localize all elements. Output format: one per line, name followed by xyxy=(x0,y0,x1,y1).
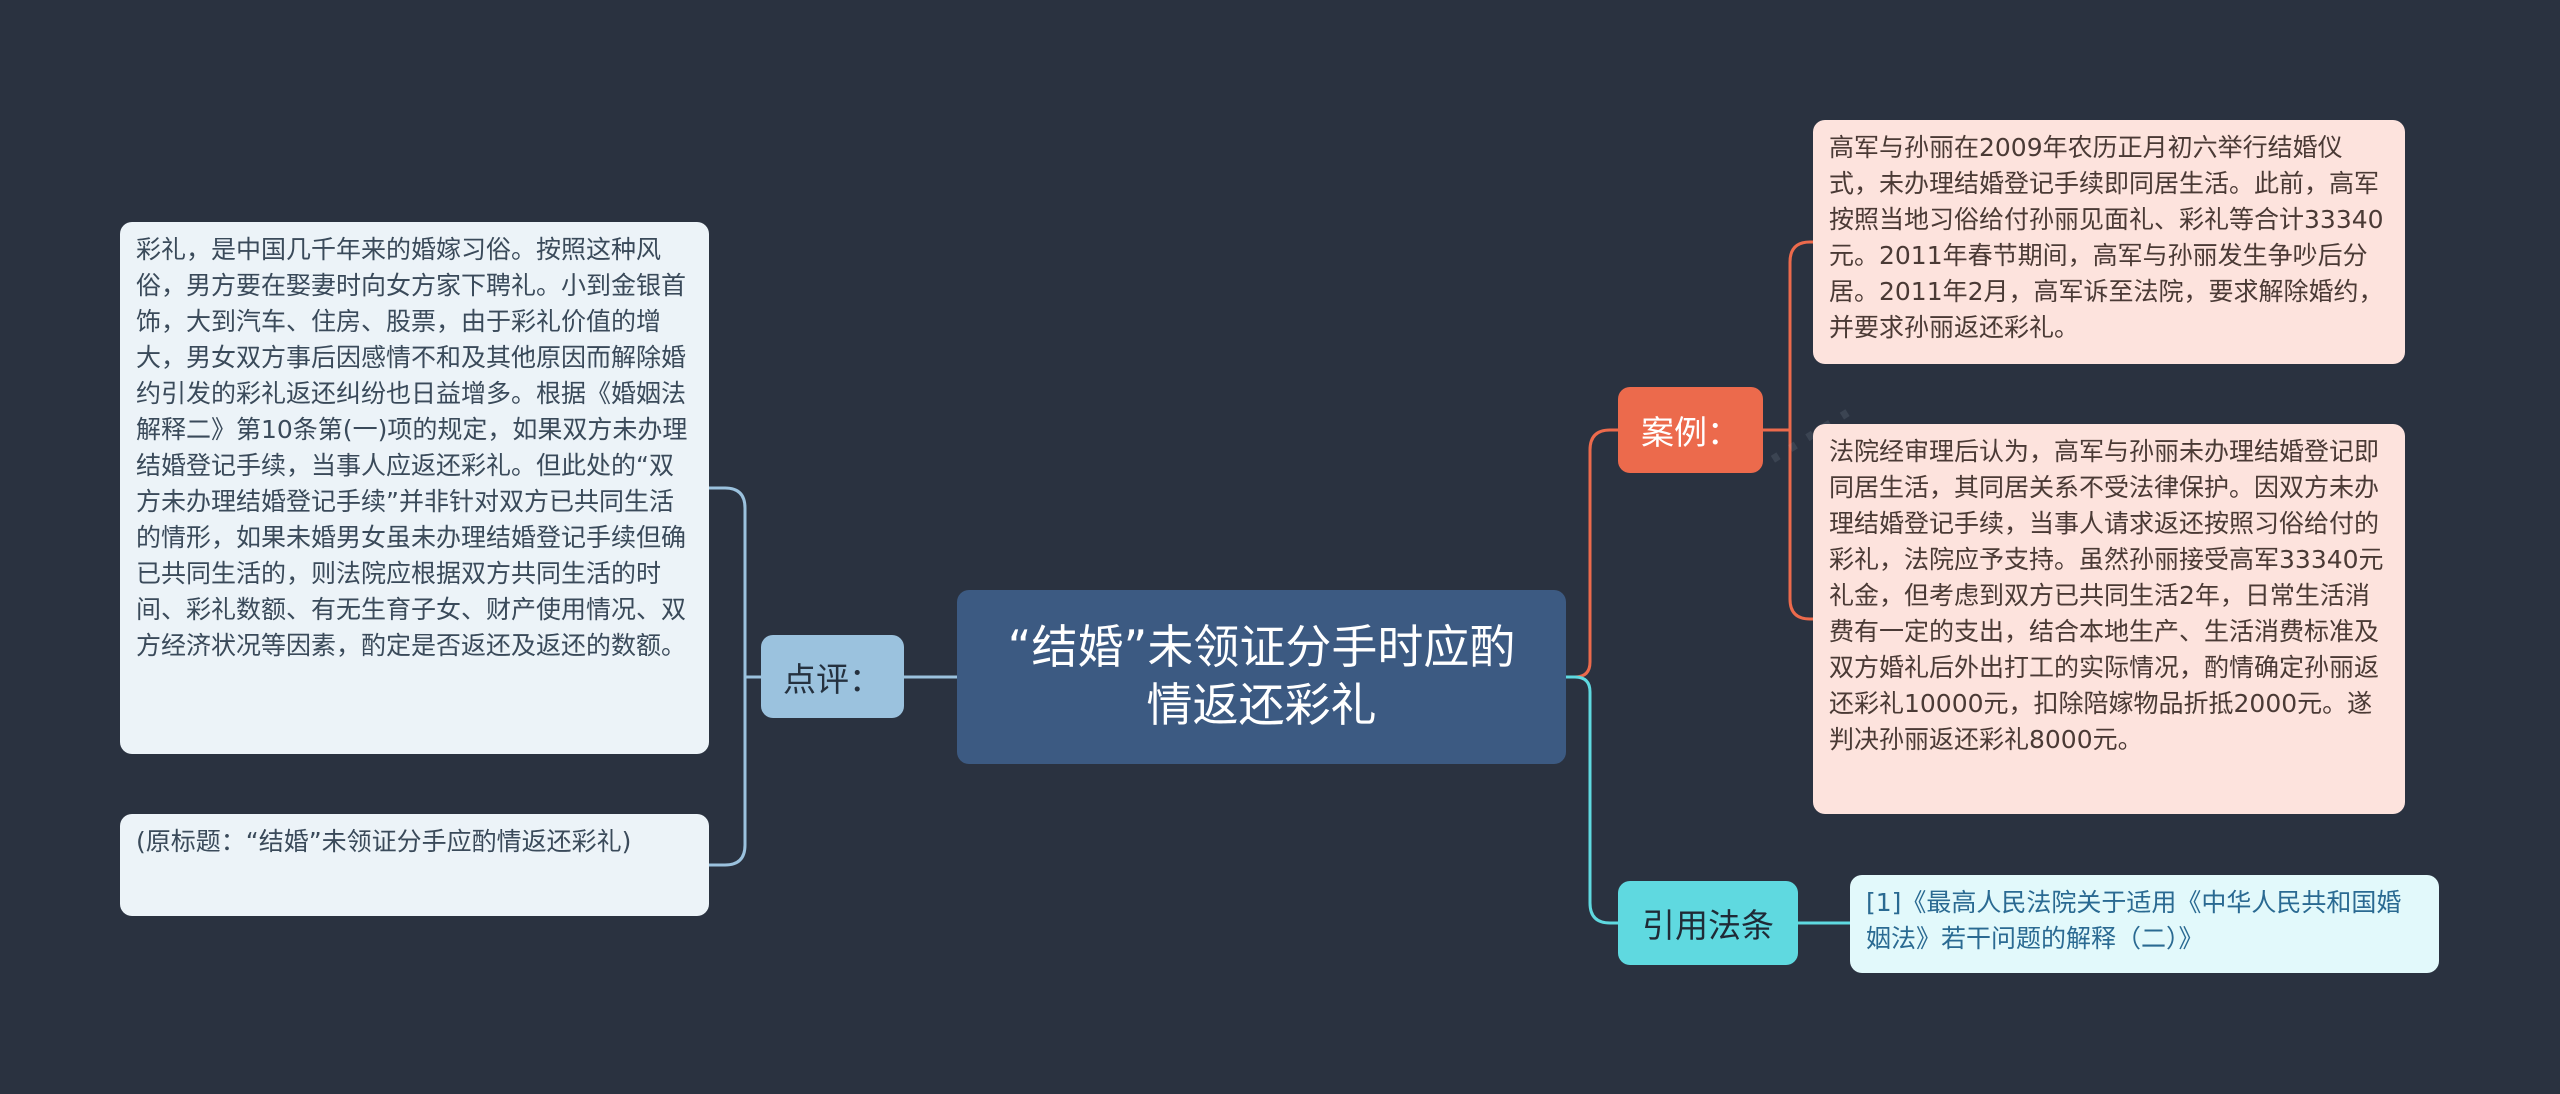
comment-leaf-text: (原标题：“结婚”未领证分手应酌情返还彩礼) xyxy=(136,827,632,856)
central-topic-text: “结婚”未领证分手时应酌情返还彩礼 xyxy=(1007,620,1516,732)
branch-case[interactable]: 案例： xyxy=(1618,387,1763,473)
case-leaf-facts[interactable]: 高军与孙丽在2009年农历正月初六举行结婚仪式，未办理结婚登记手续即同居生活。此… xyxy=(1813,120,2405,364)
comment-leaf-analysis[interactable]: 彩礼，是中国几千年来的婚嫁习俗。按照这种风俗，男方要在娶妻时向女方家下聘礼。小到… xyxy=(120,222,709,754)
branch-case-label: 案例： xyxy=(1641,413,1740,452)
case-leaf-judgment[interactable]: 法院经审理后认为，高军与孙丽未办理结婚登记即同居生活，其同居关系不受法律保护。因… xyxy=(1813,424,2405,814)
connector-case-leaves xyxy=(1763,240,1813,621)
case-leaf-text: 高军与孙丽在2009年农历正月初六举行结婚仪式，未办理结婚登记手续即同居生活。此… xyxy=(1829,133,2384,342)
connector-comment-leaves xyxy=(709,486,761,867)
central-topic[interactable]: “结婚”未领证分手时应酌情返还彩礼 xyxy=(957,590,1566,764)
branch-law-label: 引用法条 xyxy=(1642,906,1774,945)
connector-central-case xyxy=(1566,428,1618,679)
branch-comment[interactable]: 点评： xyxy=(761,635,904,718)
law-leaf-citation[interactable]: [1]《最高人民法院关于适用《中华人民共和国婚姻法》若干问题的解释（二）》 xyxy=(1850,875,2439,973)
branch-law[interactable]: 引用法条 xyxy=(1618,881,1798,965)
branch-comment-label: 点评： xyxy=(783,659,882,699)
connector-central-law xyxy=(1566,675,1618,925)
comment-leaf-text: 彩礼，是中国几千年来的婚嫁习俗。按照这种风俗，男方要在娶妻时向女方家下聘礼。小到… xyxy=(136,235,688,660)
law-leaf-text: [1]《最高人民法院关于适用《中华人民共和国婚姻法》若干问题的解释（二）》 xyxy=(1866,888,2402,953)
comment-leaf-original-title[interactable]: (原标题：“结婚”未领证分手应酌情返还彩礼) xyxy=(120,814,709,916)
case-leaf-text: 法院经审理后认为，高军与孙丽未办理结婚登记即同居生活，其同居关系不受法律保护。因… xyxy=(1829,437,2384,754)
